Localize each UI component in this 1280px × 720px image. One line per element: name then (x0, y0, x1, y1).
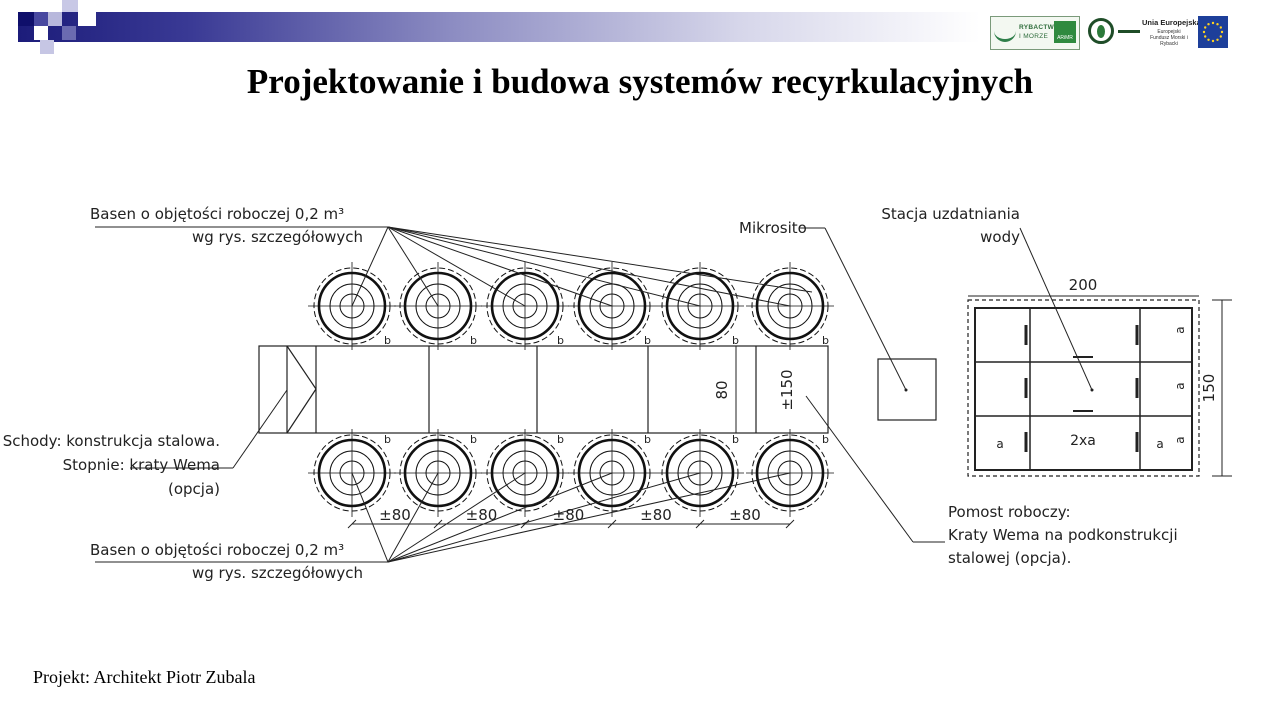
dimension-tick (785, 519, 795, 529)
microsieve-box (877, 358, 937, 421)
fisheries-logo: RYBACTWO I MORZE ARiMR (990, 16, 1080, 50)
basin-tank: b (746, 262, 834, 350)
eu-flag-icon (1198, 16, 1228, 48)
footer-credit: Projekt: Architekt Piotr Zubala (33, 667, 256, 687)
tank-side-label: b (470, 334, 477, 347)
platform-sublabel: Kraty Wema na podkonstrukcji (948, 526, 1178, 544)
basin-bottom-sublabel: wg rys. szczegółowych (192, 564, 363, 582)
eu-logo: Unia Europejska Europejski Fundusz Morsk… (1140, 16, 1230, 48)
basin-bottom-label: Basen o objętości roboczej 0,2 m³ (90, 541, 344, 559)
spacing-label: ±80 (640, 506, 672, 524)
tank-side-label: b (384, 433, 391, 446)
header-gradient-bar (18, 12, 980, 42)
spacing-label: ±80 (379, 506, 411, 524)
tank-side-label: b (732, 433, 739, 446)
decor-square (18, 12, 34, 26)
decor-square (34, 12, 48, 26)
basin-tank: b (308, 262, 396, 350)
dimension-tick (433, 519, 443, 529)
tank-side-label: b (822, 334, 829, 347)
walkway-width-label: 80 (713, 380, 731, 399)
microsieve-label: Mikrosito (739, 219, 807, 237)
sponsor-logos: RYBACTWO I MORZE ARiMR Unia Europejska E… (986, 14, 1232, 52)
platform-option-label: stalowej (opcja). (948, 549, 1071, 567)
basin-top-label: Basen o objętości roboczej 0,2 m³ (90, 205, 344, 223)
stairs-label: Schody: konstrukcja stalowa. (3, 432, 220, 450)
tank-side-label: b (732, 334, 739, 347)
tank-spacing-labels: ±80 ±80 ±80 ±80 ±80 (379, 506, 761, 524)
decor-square (34, 26, 48, 40)
eu-logo-fund: Europejski Fundusz Morski i Rybacki (1150, 29, 1188, 47)
fisheries-logo-text-bottom: I MORZE (1019, 33, 1049, 40)
tank-side-label: b (822, 433, 829, 446)
station-width-label: 200 (1069, 276, 1098, 294)
walkway-dimension-80: 80 ±150 (713, 346, 796, 433)
platform-label: Pomost roboczy: (948, 503, 1071, 521)
basin-leader-lines (95, 226, 1093, 563)
eu-logo-title: Unia Europejska (1142, 18, 1201, 27)
spacing-label: ±80 (466, 506, 498, 524)
basin-top-sublabel: wg rys. szczegółowych (192, 228, 363, 246)
tank-side-label: b (557, 334, 564, 347)
wave-icon (994, 25, 1016, 42)
decor-square (62, 26, 76, 40)
station-cell-label: a (1173, 326, 1187, 333)
water-treatment-station (967, 295, 1232, 477)
decor-square (48, 12, 62, 26)
station-label: Stacja uzdatniania (881, 205, 1020, 223)
tank-side-label: b (644, 433, 651, 446)
decor-square (40, 40, 54, 54)
tank-side-label: b (644, 334, 651, 347)
station-center-label: 2xa (1070, 433, 1096, 449)
stairs-option-label: (opcja) (168, 480, 220, 498)
basin-tank: b (394, 262, 482, 350)
station-sublabel: wody (980, 228, 1020, 246)
dimension-tick (520, 519, 530, 529)
tank-side-label: b (384, 334, 391, 347)
station-height-label: 150 (1200, 374, 1218, 403)
walkway-length-label: ±150 (778, 369, 796, 410)
basin-tank: b (746, 429, 834, 517)
spacing-label: ±80 (553, 506, 585, 524)
fisheries-logo-text-top: RYBACTWO (1019, 24, 1060, 31)
page-title: Projektowanie i budowa systemów recyrkul… (246, 62, 1034, 101)
stairs-sublabel: Stopnie: kraty Wema (63, 456, 220, 474)
dimension-tick (347, 519, 357, 529)
ministry-logo-line (1118, 30, 1140, 33)
tank-spacing-dimensions (347, 519, 795, 529)
decor-square (78, 12, 96, 26)
dimension-tick (695, 519, 705, 529)
walkway-outline (258, 345, 829, 434)
decor-square (62, 0, 78, 12)
dimension-tick (607, 519, 617, 529)
station-cell-label: a (1173, 382, 1187, 389)
walkway-platform (258, 345, 829, 434)
leaf-emblem-icon (1088, 18, 1114, 44)
station-cell-label: a (1156, 437, 1163, 451)
tank-side-label: b (470, 433, 477, 446)
tank-side-label: b (557, 433, 564, 446)
station-cell-label: a (1173, 436, 1187, 443)
spacing-label: ±80 (729, 506, 761, 524)
ministry-logo (1088, 16, 1140, 48)
station-cell-label: a (996, 437, 1003, 451)
arimr-logo: ARiMR (1054, 21, 1076, 43)
